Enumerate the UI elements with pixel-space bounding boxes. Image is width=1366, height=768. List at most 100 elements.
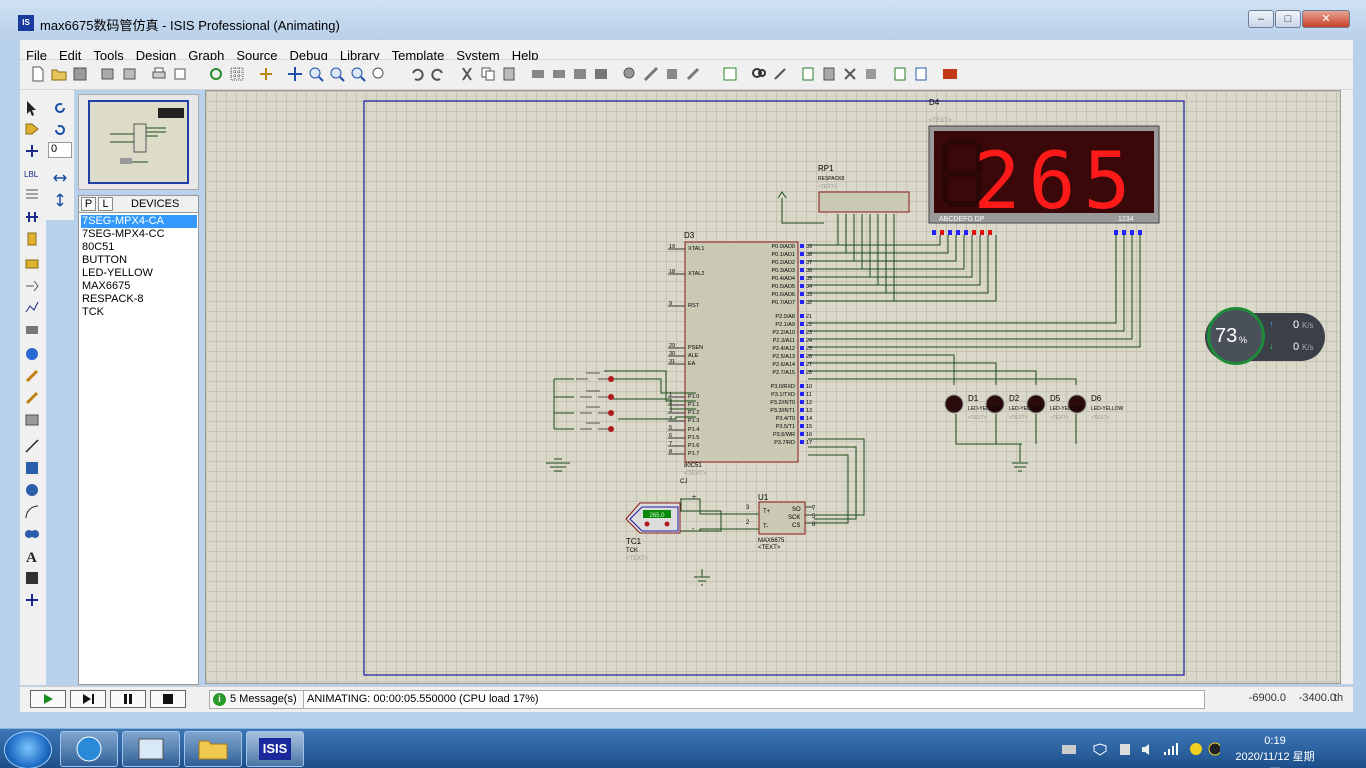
line-icon[interactable]: [24, 438, 40, 454]
led-row[interactable]: D1 D2 D5 D6 LED-YELLOW LED-YELLOW LED-YE…: [944, 394, 1124, 421]
bom-icon[interactable]: [800, 66, 816, 82]
save-icon[interactable]: [72, 66, 88, 82]
device-item[interactable]: TCK: [82, 306, 104, 318]
device-item[interactable]: BUTTON: [82, 254, 128, 266]
selection-mode-icon[interactable]: [24, 100, 40, 116]
subcircuit-icon[interactable]: [24, 231, 40, 247]
rotation-angle-field[interactable]: 0: [48, 142, 72, 158]
ares-icon[interactable]: [942, 66, 958, 82]
menu-design[interactable]: Graph: [188, 48, 225, 63]
vertical-scrollbar[interactable]: [1341, 90, 1353, 684]
marker-icon[interactable]: [24, 592, 40, 608]
resistor-pack[interactable]: RP1 RESPACK8 <TEXT>: [777, 164, 910, 224]
graph-mode-icon[interactable]: [24, 300, 40, 316]
arc-icon[interactable]: [24, 504, 40, 520]
taskbar-control-panel[interactable]: [122, 731, 180, 767]
mcu-80c51[interactable]: D3 80C51 <TEXT> XTAL119XTAL218RST9PSEN29…: [668, 231, 812, 477]
junction-dot-icon[interactable]: [24, 143, 40, 159]
minimize-button[interactable]: –: [1248, 10, 1274, 28]
device-item[interactable]: 80C51: [82, 241, 115, 253]
ares-netlist-icon[interactable]: [863, 66, 879, 82]
circle-icon[interactable]: [24, 482, 40, 498]
mirror-horizontal-icon[interactable]: [52, 170, 68, 186]
make-device-icon[interactable]: [643, 66, 659, 82]
search-icon[interactable]: [751, 66, 767, 82]
menu-file[interactable]: File: [26, 48, 47, 63]
wire-autorouter-icon[interactable]: [722, 66, 738, 82]
netlist-icon[interactable]: [821, 66, 837, 82]
rotate-cw-icon[interactable]: [52, 100, 68, 116]
copy-icon[interactable]: [480, 66, 496, 82]
print-icon[interactable]: [151, 66, 167, 82]
menu-help[interactable]: [544, 40, 556, 60]
open-folder-icon[interactable]: [51, 66, 67, 82]
undo-icon[interactable]: [409, 66, 425, 82]
device-pins-icon[interactable]: [24, 278, 40, 294]
terminals-icon[interactable]: [24, 256, 40, 272]
redo-icon[interactable]: [430, 66, 446, 82]
menu-edit[interactable]: Tools: [93, 48, 124, 63]
symbol-icon[interactable]: [24, 570, 40, 586]
taskbar-isis[interactable]: ISIS: [246, 731, 304, 767]
block-rotate-icon[interactable]: [572, 66, 588, 82]
thermocouple[interactable]: CJ + - 265.0 TC1 TCK <TEXT>: [625, 479, 696, 562]
property-tool-icon[interactable]: [772, 66, 788, 82]
seven-segment-display[interactable]: D4 <TEXT> 265 ABCDEFG DP 1234: [928, 98, 1160, 235]
play-button[interactable]: [30, 690, 66, 708]
taskbar-explorer[interactable]: [184, 731, 242, 767]
system-tray-icons[interactable]: [1060, 741, 1220, 757]
wire-label-icon[interactable]: LBL: [24, 165, 40, 181]
network-speed-widget[interactable]: 73 % ↑ ↓ 0 0 K/s K/s: [1205, 307, 1325, 367]
menu-system[interactable]: Help: [511, 48, 539, 63]
pan-icon[interactable]: [287, 66, 303, 82]
generator-icon[interactable]: [24, 346, 40, 362]
zoom-out-icon[interactable]: [329, 66, 345, 82]
start-button[interactable]: [4, 731, 52, 768]
device-item[interactable]: MAX6675: [82, 280, 131, 292]
refresh-icon[interactable]: [208, 66, 224, 82]
zoom-in-icon[interactable]: [308, 66, 324, 82]
import-icon[interactable]: [100, 66, 116, 82]
library-manager-button[interactable]: L: [98, 197, 113, 211]
device-item[interactable]: LED-YELLOW: [82, 267, 153, 279]
zoom-area-icon[interactable]: [371, 66, 387, 82]
erc-icon[interactable]: [842, 66, 858, 82]
paste-icon[interactable]: [501, 66, 517, 82]
zoom-all-icon[interactable]: [350, 66, 366, 82]
set-area-icon[interactable]: [172, 66, 188, 82]
overview-window[interactable]: [78, 94, 199, 190]
menu-graph[interactable]: Source: [236, 48, 278, 63]
menu-source[interactable]: Debug: [289, 48, 328, 63]
menu-view[interactable]: Edit: [58, 48, 82, 63]
component-mode-icon[interactable]: [24, 121, 40, 137]
device-item[interactable]: 7SEG-MPX4-CC: [82, 228, 165, 240]
pause-button[interactable]: [110, 690, 146, 708]
buses-icon[interactable]: [24, 209, 40, 225]
pick-devices-button[interactable]: P: [81, 197, 96, 211]
tape-recorder-icon[interactable]: [24, 322, 40, 338]
device-item[interactable]: 7SEG-MPX4-CA: [81, 215, 197, 228]
design-explorer-icon[interactable]: [892, 66, 908, 82]
device-item[interactable]: RESPACK-8: [82, 293, 144, 305]
text-icon[interactable]: A: [24, 548, 40, 564]
taskbar-browser[interactable]: [60, 731, 118, 767]
schematic-drawing[interactable]: D4 <TEXT> 265 ABCDEFG DP 1234 RP1 RESPAC…: [206, 91, 1342, 685]
voltage-probe-icon[interactable]: [24, 368, 40, 384]
block-copy-icon[interactable]: [530, 66, 546, 82]
max6675-sensor[interactable]: U1 T+ T- SO SCK CS 3 2 7 5 6 MAX6675 <TE…: [680, 493, 816, 551]
stop-button[interactable]: [150, 690, 186, 708]
origin-icon[interactable]: [258, 66, 274, 82]
text-script-icon[interactable]: [24, 187, 40, 203]
block-delete-icon[interactable]: [593, 66, 609, 82]
box-icon[interactable]: [24, 460, 40, 476]
mirror-vertical-icon[interactable]: [52, 192, 68, 208]
step-button[interactable]: [70, 690, 106, 708]
current-probe-icon[interactable]: [24, 390, 40, 406]
virtual-instrument-icon[interactable]: [24, 412, 40, 428]
block-move-icon[interactable]: [551, 66, 567, 82]
decompose-icon[interactable]: [685, 66, 701, 82]
closed-path-icon[interactable]: [24, 526, 40, 542]
grid-icon[interactable]: [229, 66, 245, 82]
packaging-icon[interactable]: [664, 66, 680, 82]
